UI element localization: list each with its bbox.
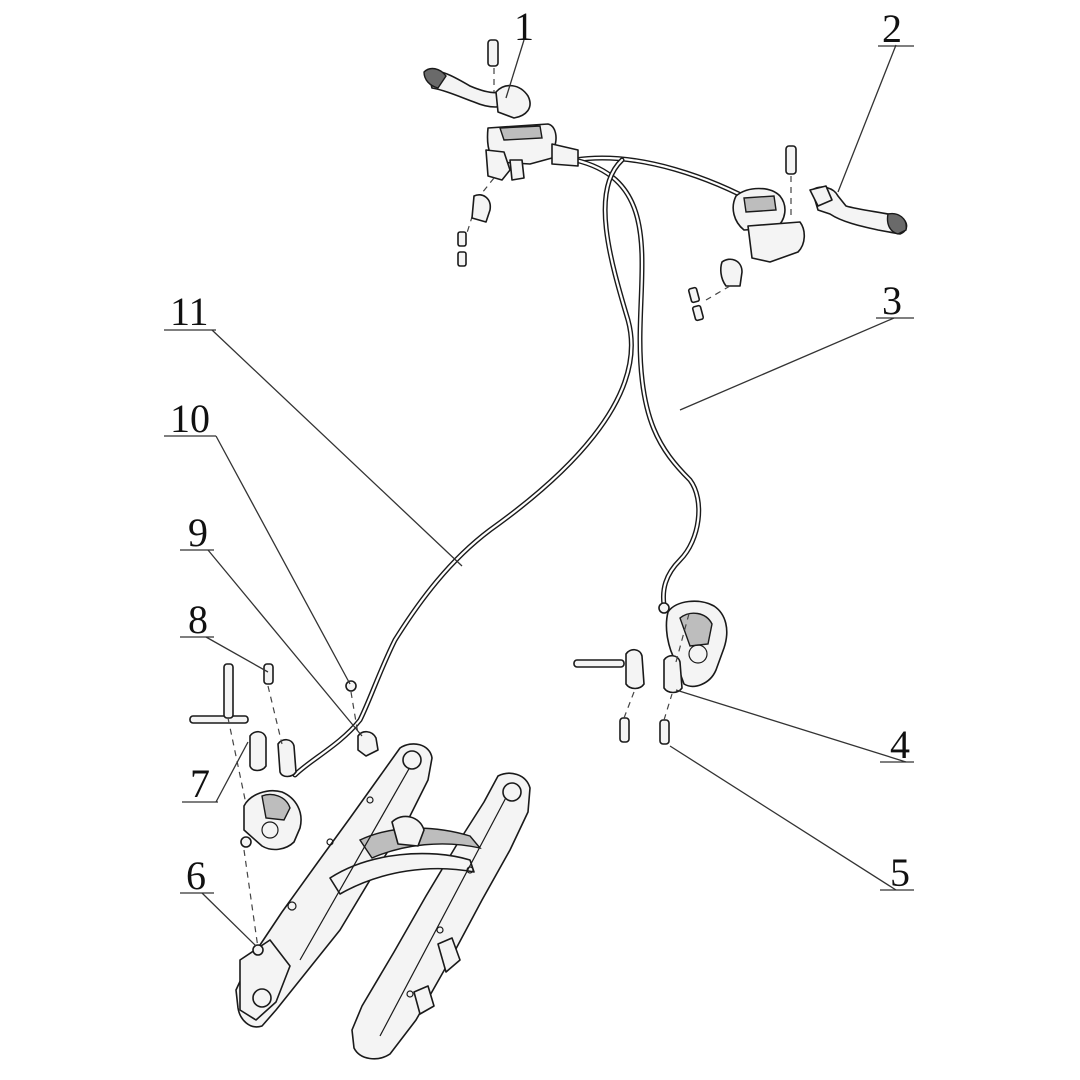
front-caliper-assembly xyxy=(573,600,728,745)
callout-4: 4 xyxy=(880,722,914,767)
callout-number-3: 3 xyxy=(882,278,902,323)
callout-number-6: 6 xyxy=(186,853,206,898)
callout-number-5: 5 xyxy=(890,850,910,895)
callout-5: 5 xyxy=(880,850,914,895)
leader-lines xyxy=(201,39,907,947)
callout-8: 8 xyxy=(180,597,214,642)
callout-3: 3 xyxy=(876,278,914,323)
callout-number-11: 11 xyxy=(170,289,209,334)
brake-hose-front xyxy=(572,155,763,608)
callout-number-2: 2 xyxy=(882,6,902,51)
callout-number-4: 4 xyxy=(890,722,910,767)
callout-number-10: 10 xyxy=(170,396,210,441)
right-lever-assembly xyxy=(687,145,908,322)
left-lever-assembly xyxy=(423,39,579,267)
callout-number-1: 1 xyxy=(514,4,534,49)
callout-9: 9 xyxy=(180,510,214,555)
callout-10: 10 xyxy=(164,396,216,441)
callout-2: 2 xyxy=(878,6,914,51)
callout-7: 7 xyxy=(182,761,218,806)
callout-number-9: 9 xyxy=(188,510,208,555)
swingarm xyxy=(235,743,531,1060)
callout-1: 1 xyxy=(514,4,534,49)
callout-number-8: 8 xyxy=(188,597,208,642)
rear-caliper-assembly xyxy=(189,663,379,949)
brake-hose-rear xyxy=(292,157,634,778)
callout-6: 6 xyxy=(180,853,214,898)
callout-11: 11 xyxy=(164,289,216,334)
callout-number-7: 7 xyxy=(190,761,210,806)
